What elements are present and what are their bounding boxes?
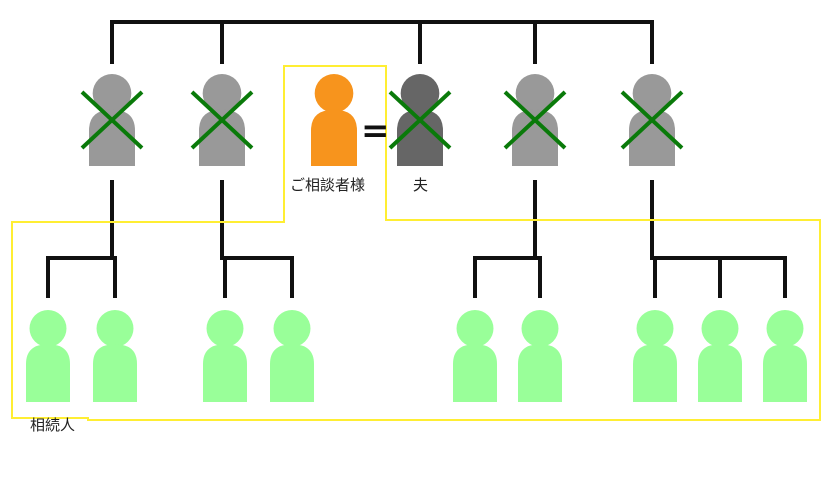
people-layer	[26, 74, 807, 402]
deceased-sibling-5	[629, 74, 675, 166]
heir-0-0-body	[26, 344, 70, 402]
husband-label: 夫	[413, 176, 429, 194]
deceased-sibling-4-cross	[503, 90, 567, 150]
deceased-sibling-4-cross-stroke-b	[503, 90, 567, 150]
deceased-sibling-1-head	[202, 74, 242, 113]
husband-figure	[397, 74, 443, 166]
heir-1-0-body	[203, 344, 247, 402]
highlight-region	[11, 65, 821, 421]
heir-1-1-body	[270, 344, 314, 402]
deceased-sibling-4	[512, 74, 558, 166]
deceased-sibling-5-cross	[620, 90, 684, 150]
deceased-sibling-1	[199, 74, 245, 166]
heir-1-1-head	[273, 310, 311, 347]
heirs-highlight-border	[11, 65, 821, 421]
client-label: ご相談者様	[290, 176, 366, 194]
heir-0-1-body	[93, 344, 137, 402]
deceased-sibling-0-cross	[80, 90, 144, 150]
deceased-sibling-5-cross-stroke-b	[620, 90, 684, 150]
deceased-sibling-4-head	[515, 74, 555, 113]
deceased-sibling-1-body	[199, 109, 245, 166]
heir-2-0	[453, 310, 497, 402]
husband-figure-head	[400, 74, 440, 113]
relationship-lines	[46, 20, 787, 298]
heir-1-0	[203, 310, 247, 402]
heir-3-0	[633, 310, 677, 402]
heir-3-2-body	[763, 344, 807, 402]
heir-0-0-head	[29, 310, 67, 347]
heirs-label: 相続人	[30, 416, 76, 434]
heir-1-1	[270, 310, 314, 402]
deceased-sibling-5-body	[629, 109, 675, 166]
deceased-sibling-5-head	[632, 74, 672, 113]
husband-figure-body	[397, 109, 443, 166]
husband-figure-cross	[388, 90, 452, 150]
heir-0-1-head	[96, 310, 134, 347]
heir-3-0-body	[633, 344, 677, 402]
client-figure-head	[314, 74, 354, 113]
heir-3-2-head	[766, 310, 804, 347]
heir-2-1-head	[521, 310, 559, 347]
heir-2-0-head	[456, 310, 494, 347]
heir-2-1-body	[518, 344, 562, 402]
client-figure-body	[311, 109, 357, 166]
heir-3-1-head	[701, 310, 739, 347]
husband-figure-cross-stroke-b	[388, 90, 452, 150]
deceased-sibling-1-cross-stroke-b	[190, 90, 254, 150]
heir-3-1-body	[698, 344, 742, 402]
heir-3-0-head	[636, 310, 674, 347]
deceased-sibling-0-cross-stroke-b	[80, 90, 144, 150]
deceased-sibling-0	[89, 74, 135, 166]
heir-0-1	[93, 310, 137, 402]
deceased-sibling-1-cross	[190, 90, 254, 150]
client-figure	[311, 74, 357, 166]
deceased-sibling-4-body	[512, 109, 558, 166]
heir-3-2	[763, 310, 807, 402]
heir-3-1	[698, 310, 742, 402]
heir-2-1	[518, 310, 562, 402]
deceased-sibling-0-body	[89, 109, 135, 166]
heir-0-0	[26, 310, 70, 402]
heir-1-0-head	[206, 310, 244, 347]
marriage-equals-sign: =	[361, 111, 390, 151]
deceased-sibling-0-head	[92, 74, 132, 113]
heir-2-0-body	[453, 344, 497, 402]
